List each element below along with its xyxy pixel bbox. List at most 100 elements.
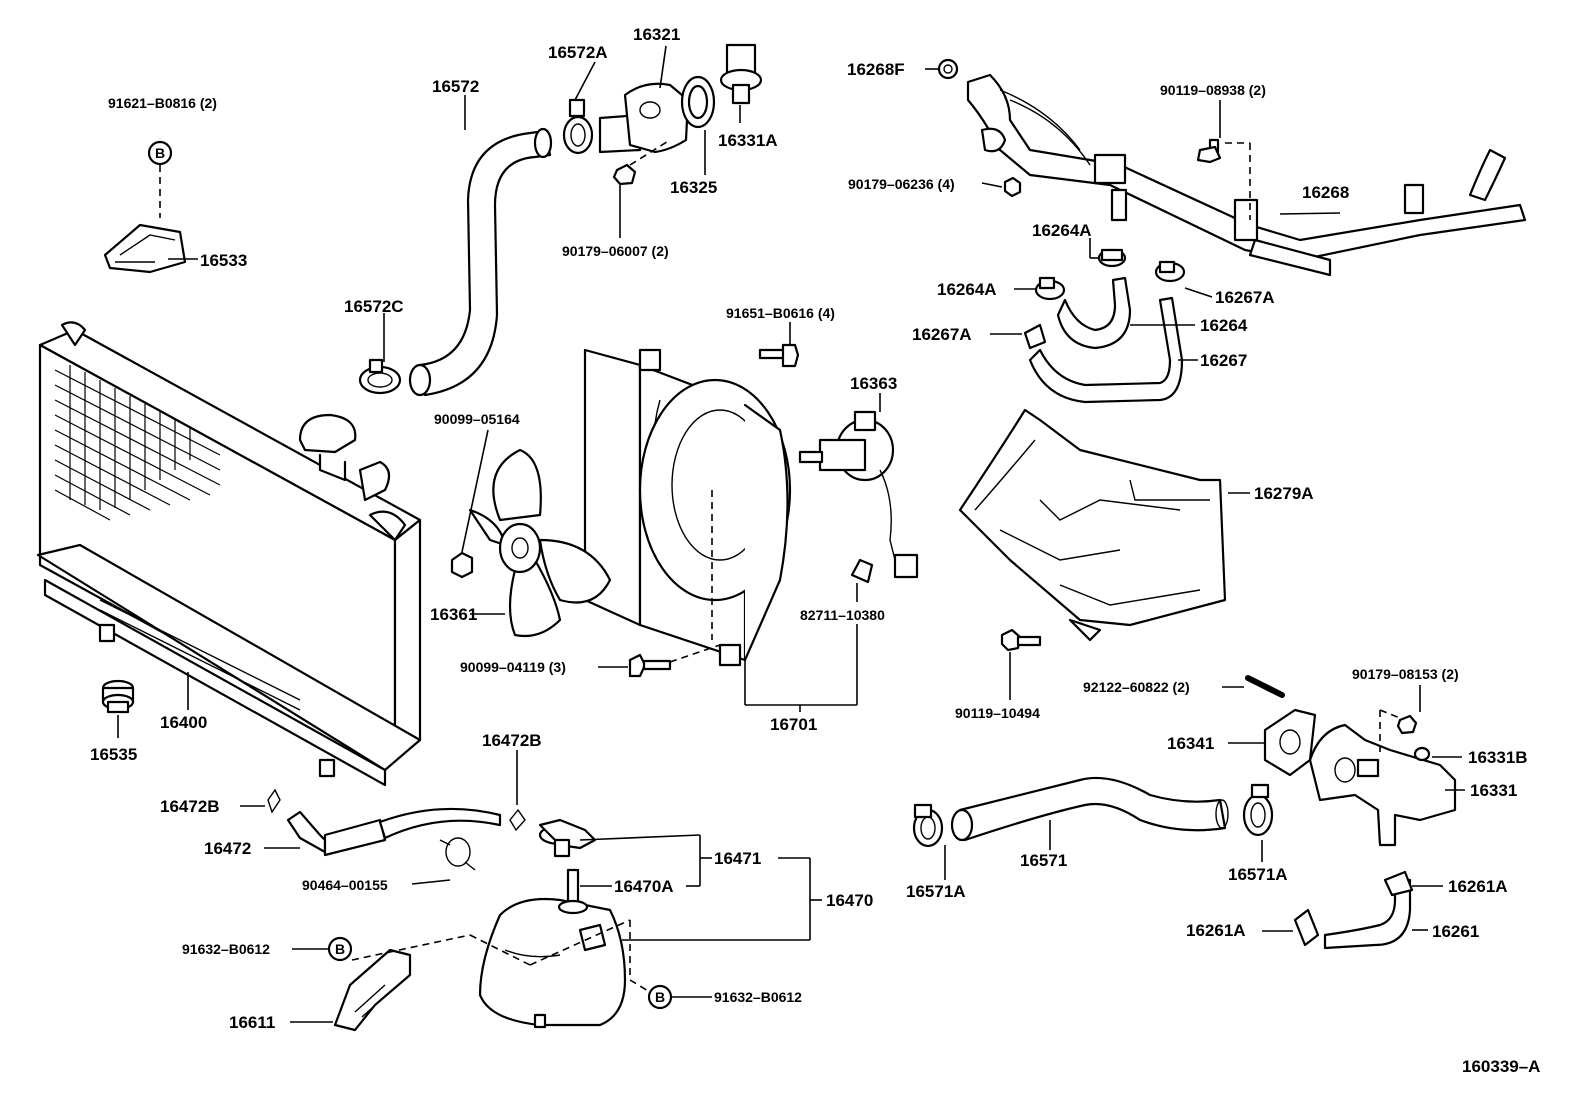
- water-pipe-16268: [966, 73, 1527, 277]
- label-91651-b0616: 91651–B0616 (4): [726, 305, 835, 321]
- gasket-16341: [1263, 708, 1317, 777]
- label-16572: 16572: [432, 77, 479, 96]
- clamp-16267A-2: [1023, 323, 1047, 350]
- label-16361: 16361: [430, 605, 477, 624]
- clamp-16264A-2: [1034, 276, 1066, 301]
- svg-text:B: B: [335, 941, 345, 957]
- bolt-90119-10494: [1000, 628, 1042, 652]
- label-16572a: 16572A: [548, 43, 608, 62]
- label-16331: 16331: [1470, 781, 1517, 800]
- label-16261a-2: 16261A: [1186, 921, 1246, 940]
- clamp-16264A-1: [1097, 248, 1127, 268]
- label-16261: 16261: [1432, 922, 1479, 941]
- label-90179-06007: 90179–06007 (2): [562, 243, 669, 259]
- fan-16361: [468, 448, 612, 638]
- label-92122-60822: 92122–60822 (2): [1083, 679, 1190, 695]
- label-91632-b0612-2: 91632–B0612: [714, 989, 802, 1005]
- nut-90179-08153: [1396, 714, 1418, 735]
- label-16264a-2: 16264A: [937, 280, 997, 299]
- leader-lines: [117, 45, 1465, 1023]
- label-16533: 16533: [200, 251, 247, 270]
- label-16571: 16571: [1020, 851, 1067, 870]
- nut-90179-06007: [612, 163, 637, 186]
- label-16701: 16701: [770, 715, 817, 734]
- clamp-16261A-2: [1293, 908, 1320, 947]
- clip-16472B-1: [267, 788, 281, 814]
- label-16535: 16535: [90, 745, 137, 764]
- clip-82711-10380: [850, 558, 874, 584]
- label-16341: 16341: [1167, 734, 1214, 753]
- label-91632-b0612-1: 91632–B0612: [182, 941, 270, 957]
- upper-hose-16572: [408, 127, 553, 397]
- label-16400: 16400: [160, 713, 207, 732]
- clamp-16267A-1: [1154, 260, 1186, 283]
- bracket-16611: [333, 948, 412, 1032]
- label-16331b: 16331B: [1468, 748, 1528, 767]
- label-16472b-2: 16472B: [482, 731, 542, 750]
- clip-90464-00155: [439, 837, 476, 871]
- label-16268f: 16268F: [847, 60, 905, 79]
- hose-16261: [1323, 878, 1412, 950]
- bolt-91651-B0616: [758, 343, 800, 368]
- bolt-92122-60822: [1245, 675, 1285, 698]
- nut-90099-05164: [450, 551, 474, 579]
- hose-16264: [1056, 276, 1132, 350]
- label-82711-10380: 82711–10380: [800, 607, 885, 623]
- label-16572c: 16572C: [344, 297, 404, 316]
- clamp-16572C: [358, 358, 402, 395]
- gasket-16268F: [937, 58, 959, 80]
- clamp-16261A-1: [1383, 870, 1414, 897]
- fan-motor-16363: [798, 410, 919, 579]
- label-16268: 16268: [1302, 183, 1349, 202]
- hose-16267: [1028, 296, 1184, 404]
- gasket-16325: [680, 75, 716, 129]
- bracket-16533: [103, 223, 187, 274]
- clamp-16571A-1: [912, 803, 944, 848]
- water-inlet-16321: [598, 82, 690, 154]
- grommet-16535: [101, 679, 135, 714]
- thermostat-16331A: [719, 43, 763, 105]
- label-16267a-2: 16267A: [912, 325, 972, 344]
- bolt-90099-04119: [628, 653, 672, 678]
- label-16331a: 16331A: [718, 131, 778, 150]
- lower-hose-16571: [950, 776, 1229, 842]
- label-16471: 16471: [714, 849, 761, 868]
- marker-b-1: B: [147, 140, 173, 166]
- label-16571a-2: 16571A: [1228, 865, 1288, 884]
- marker-b-2: B: [327, 936, 353, 962]
- label-16321: 16321: [633, 25, 680, 44]
- reservoir-tank-16470: [478, 897, 627, 1029]
- nut-90179-06236: [1003, 176, 1022, 198]
- label-90119-10494: 90119–10494: [955, 705, 1040, 721]
- svg-text:B: B: [155, 145, 165, 161]
- label-90119-08938: 90119–08938 (2): [1160, 82, 1266, 98]
- label-91621-b0816: 91621–B0816 (2): [108, 95, 217, 111]
- label-16472b-1: 16472B: [160, 797, 220, 816]
- hose-16472: [286, 807, 502, 857]
- label-90464-00155: 90464–00155: [302, 877, 388, 893]
- engine-cover-16279A: [958, 408, 1227, 642]
- label-90099-04119: 90099–04119 (3): [460, 659, 566, 675]
- label-16261a-1: 16261A: [1448, 877, 1508, 896]
- svg-text:B: B: [655, 989, 665, 1005]
- label-16470a: 16470A: [614, 877, 674, 896]
- label-16325: 16325: [670, 178, 717, 197]
- label-16611: 16611: [229, 1013, 275, 1032]
- label-16267: 16267: [1200, 351, 1247, 370]
- label-16279a: 16279A: [1254, 484, 1314, 503]
- radiator-16400: [36, 321, 422, 787]
- label-16470: 16470: [826, 891, 873, 910]
- label-16571a-1: 16571A: [906, 882, 966, 901]
- label-16264a-1: 16264A: [1032, 221, 1092, 240]
- label-16264: 16264: [1200, 316, 1248, 335]
- diagram-id: 160339–A: [1462, 1057, 1540, 1076]
- label-90099-05164: 90099–05164: [434, 411, 520, 427]
- cap-16470A: [557, 868, 589, 915]
- label-16472: 16472: [204, 839, 251, 858]
- label-16267a-1: 16267A: [1215, 288, 1275, 307]
- clamp-16571A-2: [1242, 783, 1274, 837]
- clip-16472B-2: [509, 808, 526, 832]
- fan-shroud-16701: [583, 348, 792, 667]
- water-outlet-16331: [1308, 723, 1457, 847]
